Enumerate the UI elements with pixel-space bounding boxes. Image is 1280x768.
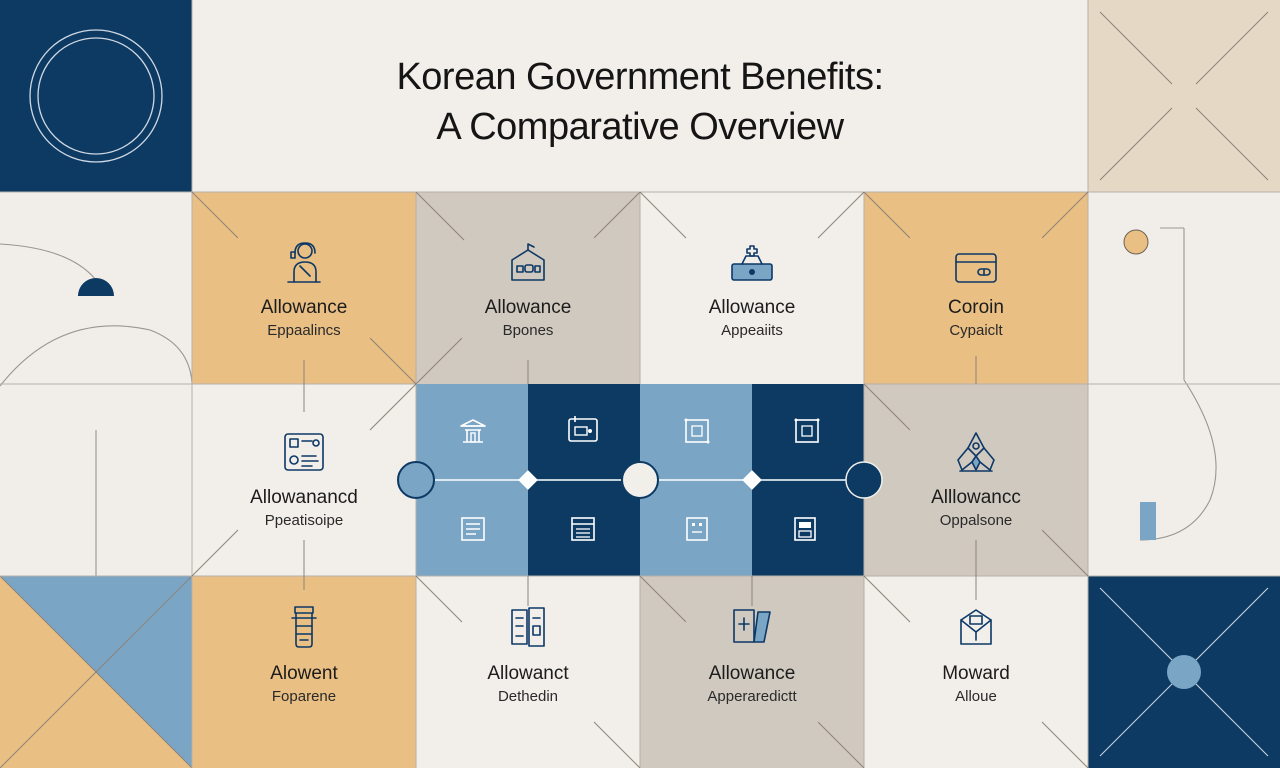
benefit-card: Allowance Apperaredictt [640, 604, 864, 708]
title-panel [192, 0, 1088, 192]
container-jar-icon [291, 606, 317, 648]
card-title: Allowanancd [250, 487, 358, 508]
dashboard-form-icon [284, 433, 324, 471]
benefit-card: Coroin Cypaiclt [864, 240, 1088, 342]
benefit-card: Allowance Bpones [416, 240, 640, 342]
card-subtitle: Eppaalincs [267, 322, 341, 339]
benefit-card: Alowent Foparene [192, 604, 416, 708]
benefit-card: Allowance Appeaiits [640, 240, 864, 342]
title-line-1: Korean Government Benefits: [396, 56, 884, 98]
id-card-icon [568, 416, 598, 442]
credit-card-icon [955, 253, 997, 283]
window-icon [794, 517, 816, 541]
envelope-mail-icon [960, 609, 992, 645]
card-subtitle: Oppalsone [939, 512, 1013, 529]
card-subtitle: Appeaiits [721, 322, 783, 339]
card-subtitle: Alloue [955, 688, 997, 705]
card-title: Allowance [260, 297, 348, 318]
card-title: Allowance [708, 663, 796, 684]
rocket-icon [957, 432, 995, 472]
card-title: Coroin [948, 297, 1004, 318]
page-title: Korean Government Benefits: A Comparativ… [192, 52, 1088, 152]
building-doors-icon [511, 607, 545, 647]
portrait-icon [686, 517, 708, 541]
card-title: Allowanct [487, 663, 569, 684]
card-title: Allowance [484, 297, 572, 318]
government-building-icon [460, 419, 486, 443]
benefit-card: Allowanct Dethedin [416, 604, 640, 708]
title-line-2: A Comparative Overview [436, 106, 844, 148]
card-subtitle: Apperaredictt [707, 688, 797, 705]
medical-kit-icon [731, 245, 773, 281]
card-title: Alowent [270, 663, 338, 684]
card-title: Alllowancc [931, 487, 1021, 508]
card-subtitle: Bpones [502, 322, 554, 339]
card-subtitle: Foparene [271, 688, 337, 705]
frame-icon [684, 418, 710, 444]
benefit-card: Moward Alloue [864, 604, 1088, 708]
benefit-card: Alllowancc Oppalsone [864, 430, 1088, 532]
person-with-headset-icon [287, 242, 321, 283]
frame-icon [794, 418, 820, 443]
house-icon [511, 243, 545, 281]
card-subtitle: Ppeatisoipe [264, 512, 344, 529]
ledger-icon [571, 517, 595, 541]
benefit-card: Allowance Eppaalincs [192, 240, 416, 342]
card-subtitle: Dethedin [497, 688, 559, 705]
documents-icon [733, 609, 771, 643]
center-connector [397, 461, 883, 499]
document-list-icon [461, 517, 485, 541]
card-subtitle: Cypaiclt [949, 322, 1003, 339]
ring-decoration [29, 29, 163, 163]
benefit-card: Allowanancd Ppeatisoipe [192, 430, 416, 532]
card-title: Allowance [708, 297, 796, 318]
top-left-navy-tile [0, 0, 192, 192]
card-title: Moward [942, 663, 1010, 684]
